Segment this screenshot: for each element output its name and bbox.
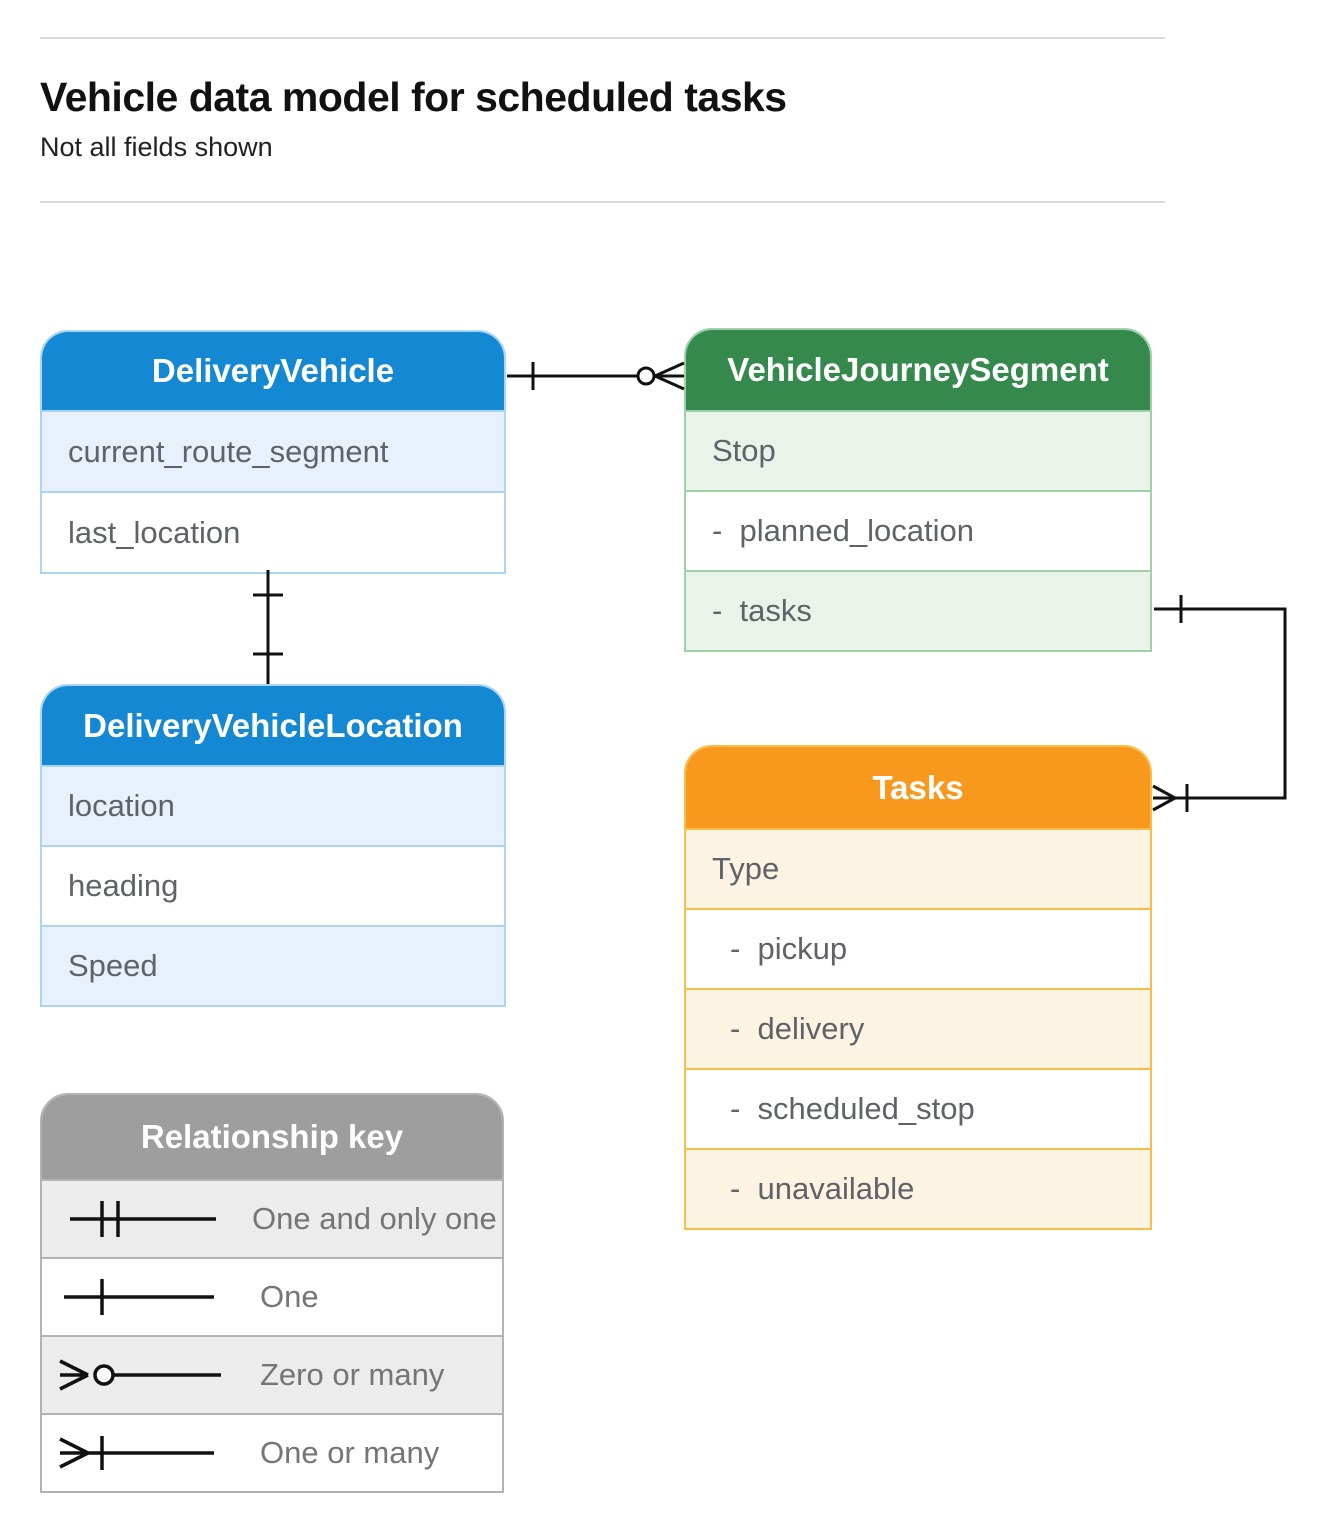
entity-delivery-vehicle: DeliveryVehicle current_route_segment la… [40, 330, 506, 574]
entity-tasks: Tasks Type - pickup - delivery - schedul… [684, 745, 1152, 1230]
legend-item-label: Zero or many [260, 1357, 445, 1392]
legend-item: One or many [42, 1413, 502, 1491]
entity-header: DeliveryVehicle [42, 332, 504, 410]
entity-header: VehicleJourneySegment [686, 330, 1150, 410]
page-subtitle: Not all fields shown [40, 132, 273, 162]
zero-or-many-icon [59, 1359, 221, 1391]
one-or-many-icon [59, 1436, 214, 1470]
field-row: current_route_segment [42, 410, 504, 491]
field-row: Type [686, 828, 1150, 908]
field-row: - scheduled_stop [686, 1068, 1150, 1148]
field-row: Speed [42, 925, 504, 1005]
one-and-only-one-icon [70, 1201, 216, 1237]
legend-item-label: One or many [260, 1435, 440, 1470]
field-row: last_location [42, 491, 504, 572]
legend-item-label: One and only one [252, 1201, 497, 1236]
legend-item-label: One [260, 1279, 319, 1314]
subtitle-divider [40, 201, 1165, 203]
connector-deliveryvehicle-vehiclejourneysegment [507, 361, 685, 391]
field-row: - planned_location [686, 490, 1150, 570]
top-divider [40, 37, 1165, 39]
field-row: - unavailable [686, 1148, 1150, 1228]
field-row: - tasks [686, 570, 1150, 650]
field-row: heading [42, 845, 504, 925]
connector-deliveryvehicle-deliveryvehiclelocation [253, 570, 283, 684]
legend-header: Relationship key [42, 1095, 502, 1179]
legend-item: One and only one [42, 1179, 502, 1257]
entity-header: Tasks [686, 747, 1150, 828]
legend-item: Zero or many [42, 1335, 502, 1413]
field-row: location [42, 765, 504, 845]
page-title: Vehicle data model for scheduled tasks [40, 74, 787, 120]
legend-relationship-key: Relationship key One and only one One Ze [40, 1093, 504, 1493]
one-icon [64, 1279, 214, 1315]
connector-vehiclejourneysegment-tasks [1152, 595, 1287, 812]
legend-item: One [42, 1257, 502, 1335]
field-row: - delivery [686, 988, 1150, 1068]
entity-header: DeliveryVehicleLocation [42, 686, 504, 765]
entity-delivery-vehicle-location: DeliveryVehicleLocation location heading… [40, 684, 506, 1007]
field-row: Stop [686, 410, 1150, 490]
field-row: - pickup [686, 908, 1150, 988]
entity-vehicle-journey-segment: VehicleJourneySegment Stop - planned_loc… [684, 328, 1152, 652]
